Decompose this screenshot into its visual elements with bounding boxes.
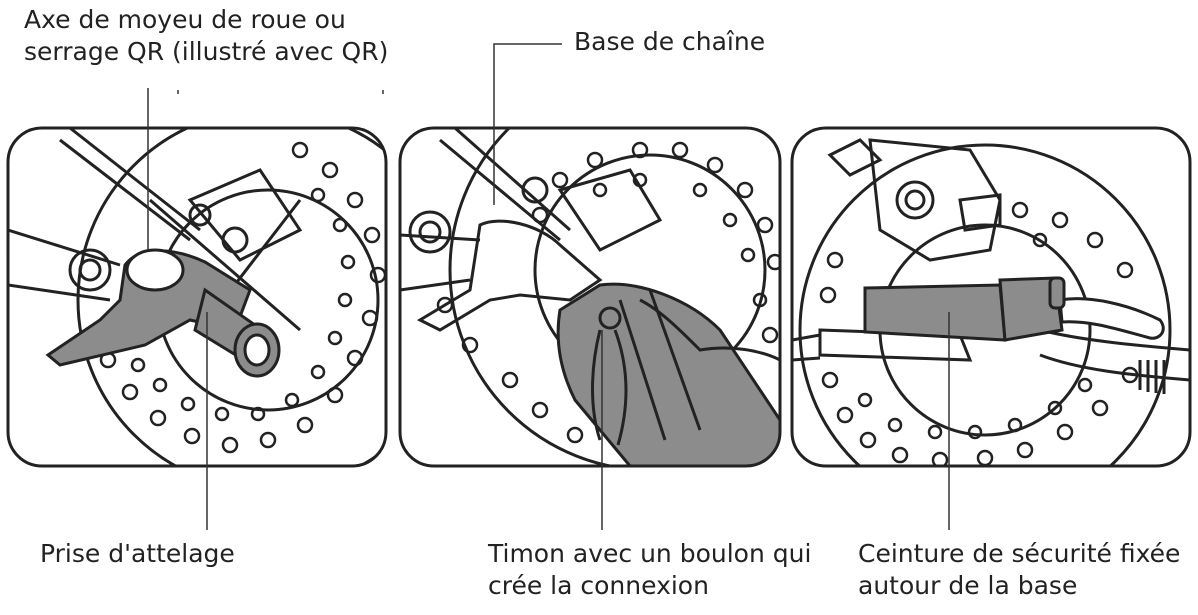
label-wheel-axle-line2: serrage QR (illustré avec QR)	[24, 37, 389, 66]
safety-strap-part	[863, 276, 1165, 342]
panel-tow-bar	[398, 126, 782, 468]
label-chainstay: Base de chaîne	[574, 27, 766, 56]
tow-bar-bolt	[591, 298, 780, 446]
rotor-holes-1	[99, 141, 386, 454]
label-hitch-receptacle: Prise d'attelage	[40, 539, 235, 568]
label-safety-strap: Ceinture de sécurité fixée autour de la …	[858, 538, 1180, 602]
rotor-holes-3	[819, 201, 1139, 466]
label-wheel-axle-line1: Axe de moyeu de roue ou	[24, 5, 346, 34]
label-tow-bar: Timon avec un boulon qui crée la connexi…	[488, 538, 811, 602]
panel-hitch-receptacle	[6, 126, 388, 468]
label-tow-bar-line1: Timon avec un boulon qui	[488, 539, 812, 568]
frame-dropout-3	[792, 138, 1190, 394]
panel-frame-3	[790, 126, 1192, 468]
label-tow-bar-line2: crée la connexion	[488, 571, 709, 600]
frame-dropout-2	[400, 128, 663, 332]
panel-safety-strap	[790, 126, 1192, 468]
panel-frame-1	[6, 126, 388, 468]
tow-bar-part	[556, 282, 780, 466]
frame-dropout-1	[8, 128, 303, 332]
label-safety-strap-line1: Ceinture de sécurité fixée	[858, 539, 1181, 568]
label-safety-strap-line2: autour de la base	[858, 571, 1078, 600]
rotor-holes-2	[436, 141, 780, 444]
hitch-receptacle-part	[45, 248, 281, 378]
label-wheel-axle: Axe de moyeu de roue ou serrage QR (illu…	[24, 4, 388, 68]
panel-frame-2	[398, 126, 782, 468]
leader-lines	[147, 43, 950, 530]
leader-chaine	[493, 43, 562, 205]
